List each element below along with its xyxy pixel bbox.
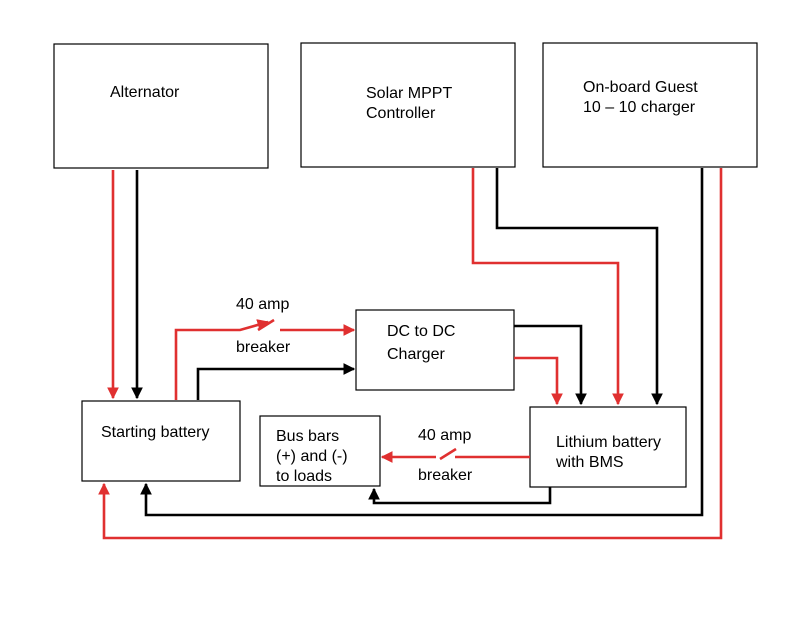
lithium-to-busbars-negative-wire [368,487,552,505]
solar-label-line2: Controller [366,105,436,122]
solar-label-line1: Solar MPPT [366,85,452,102]
lithium-battery-box: Lithium battery with BMS [529,406,687,488]
solar-negative-wire [495,168,663,406]
lithium-label-line2: with BMS [555,454,624,471]
alternator-label: Alternator [110,84,180,101]
guest-negative-wire [140,168,704,517]
breaker-bottom-label: breaker [418,467,473,484]
dc-dc-charger-box: DC to DC Charger [355,309,515,391]
busbars-label-line2: (+) and (-) [276,448,348,465]
solar-positive-wire [471,168,624,406]
guest-label-line2: 10 – 10 charger [583,99,696,116]
guest-label-line1: On-board Guest [583,79,698,96]
starting-battery-label: Starting battery [101,424,210,441]
lithium-label-line1: Lithium battery [556,434,661,451]
dcdc-to-lithium-negative-wire [514,324,587,406]
dcdc-label-line2: Charger [387,346,445,363]
starting-to-breaker-positive-wire [174,319,270,400]
starting-battery-box: Starting battery [81,400,241,482]
alternator-box: Alternator [53,43,269,169]
dcdc-label-line1: DC to DC [387,323,455,340]
guest-charger-box: On-board Guest 10 – 10 charger [542,42,758,168]
breaker-bottom-switch-symbol [439,447,457,461]
bus-bars-box: Bus bars (+) and (-) to loads [259,415,381,487]
breaker-top-switch-symbol [257,318,275,332]
busbars-label-line3: to loads [276,468,332,485]
solar-mppt-box: Solar MPPT Controller [300,42,516,168]
starting-to-dcdc-negative-wire [196,363,356,400]
breaker-top-label: breaker [236,339,291,356]
busbars-label-line1: Bus bars [276,428,339,445]
breaker-bottom-rating: 40 amp [418,427,471,444]
guest-positive-wire [98,168,723,540]
dcdc-to-lithium-positive-wire [514,356,563,406]
breaker-top-rating: 40 amp [236,296,289,313]
